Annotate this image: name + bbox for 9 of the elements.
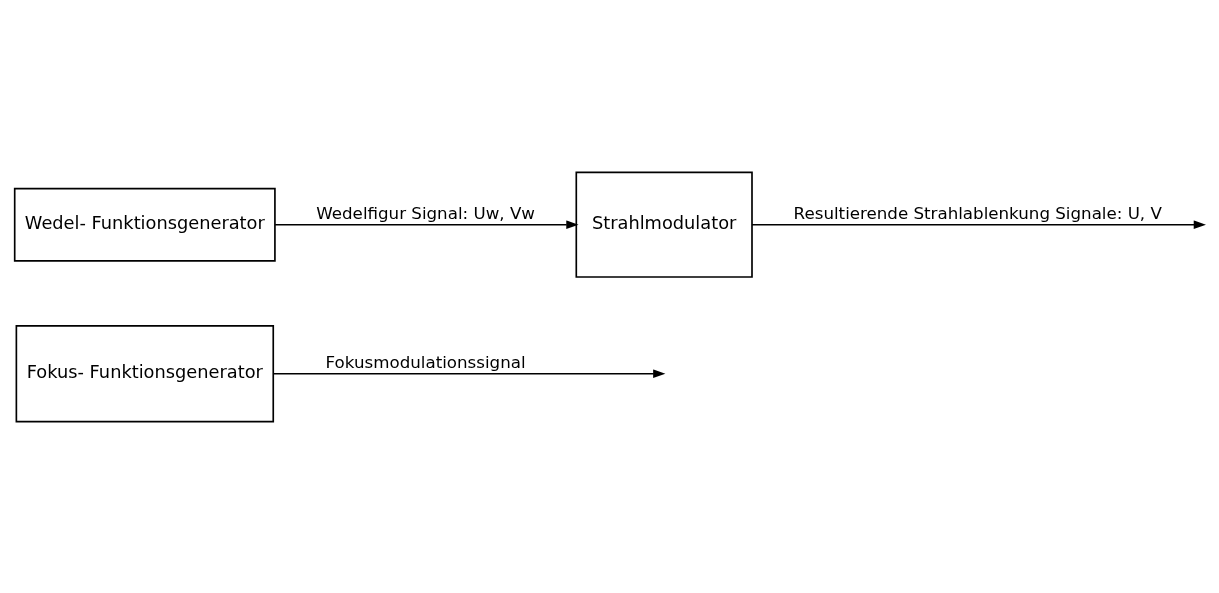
edge-label: Wedelfigur Signal: Uw, Vw (316, 203, 535, 223)
arrow (272, 368, 666, 378)
node-box: Strahlmodulator (575, 171, 753, 278)
node-box: Fokus- Funktionsgenerator (15, 324, 275, 422)
node-box: Wedel- Funktionsgenerator (13, 187, 276, 262)
edge-label: Resultierende Strahlablenkung Signale: U, V (793, 203, 1162, 223)
arrow (751, 219, 1206, 229)
edge-label: Fokusmodulationssignal (325, 352, 526, 372)
arrow (274, 219, 579, 229)
